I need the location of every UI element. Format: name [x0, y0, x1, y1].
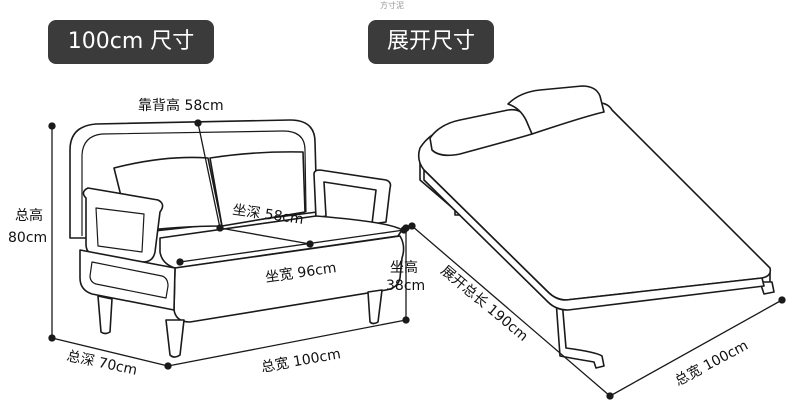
sofa-leg-front-left: [165, 319, 185, 358]
sofa-side-slot: [89, 261, 169, 299]
sofa-dimension-lines: [48, 119, 410, 370]
sofa-leg-front-right: [367, 289, 383, 325]
sofa-front-base: [173, 235, 405, 323]
label-total-height-value: 80cm: [8, 230, 47, 246]
sofa-side-base: [79, 249, 176, 311]
bed-leg-front-left: [555, 299, 605, 369]
sofa-leg-back-left: [97, 295, 113, 335]
label-back-height: 靠背高 58cm: [138, 97, 224, 114]
bed-drawing: [417, 85, 775, 369]
watermark: 方寸泥: [380, 1, 404, 10]
label-unfolded-width: 总宽 100cm: [672, 337, 751, 390]
label-unfolded-length: 展开总长 190cm: [437, 263, 530, 345]
unfolded-title-badge: 展开尺寸: [368, 20, 494, 64]
sofa-drawing: [69, 119, 405, 358]
label-seat-height: 坐高: [390, 259, 418, 276]
label-total-height: 总高: [15, 207, 43, 224]
sofa-back-inner: [81, 130, 307, 236]
label-seat-height-value: 38cm: [386, 278, 425, 294]
label-total-depth: 总深 70cm: [65, 348, 138, 379]
bed-pillow-right: [507, 85, 605, 135]
sofa-left-arm: [82, 187, 164, 263]
size-title-badge: 100cm 尺寸: [48, 20, 214, 64]
bed-dimension-lines: [408, 222, 786, 400]
label-total-width: 总宽 100cm: [260, 345, 342, 376]
bed-mattress-edge: [423, 169, 765, 311]
sofa-left-arm-inner: [95, 207, 145, 253]
sofa-right-arm: [313, 169, 392, 225]
sofa-cushion-right: [209, 151, 306, 227]
